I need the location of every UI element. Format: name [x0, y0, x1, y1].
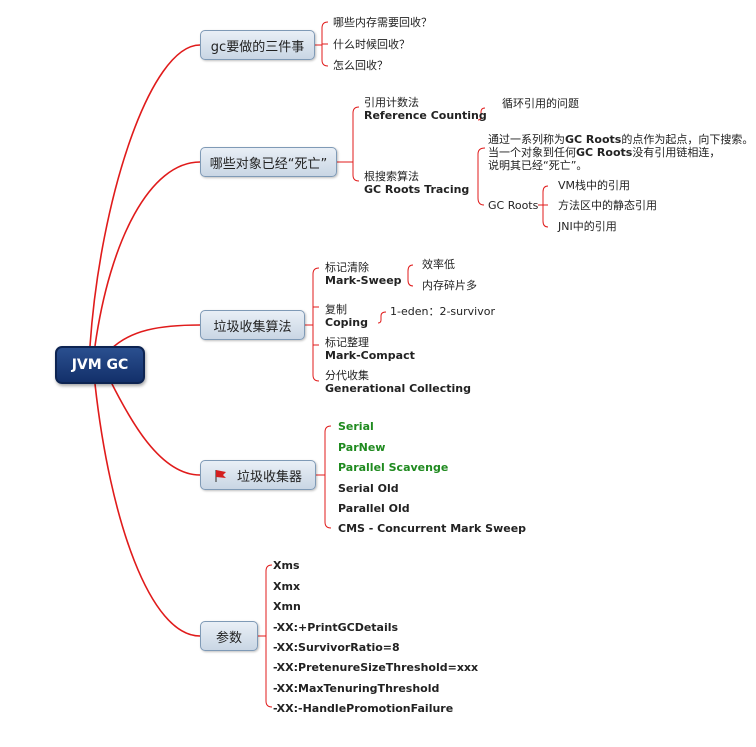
- circular-ref-note[interactable]: 循环引用的问题: [502, 97, 579, 110]
- mark-sweep-note-fragment[interactable]: 内存碎片多: [422, 279, 477, 292]
- generational-cn[interactable]: 分代收集: [325, 369, 369, 382]
- collector-serial-old[interactable]: Serial Old: [338, 482, 399, 495]
- gc-roots-tracing-en[interactable]: GC Roots Tracing: [364, 183, 470, 196]
- collector-parallel-scavenge[interactable]: Parallel Scavenge: [338, 461, 449, 474]
- collector-cms[interactable]: CMS - Concurrent Mark Sweep: [338, 522, 527, 535]
- gc-root-vm-stack[interactable]: VM栈中的引用: [558, 179, 631, 192]
- item-when[interactable]: 什么时候回收？: [333, 38, 410, 51]
- roots-desc-line1[interactable]: 通过一系列称为GC Roots的点作为起点，向下搜索。: [488, 133, 754, 146]
- mark-sweep-note-efficiency[interactable]: 效率低: [422, 258, 455, 271]
- item-which-memory[interactable]: 哪些内存需要回收？: [333, 16, 432, 29]
- collector-serial[interactable]: Serial: [338, 420, 374, 433]
- mark-sweep-en[interactable]: Mark-Sweep: [325, 274, 402, 287]
- ref-counting-en[interactable]: Reference Counting: [364, 109, 487, 122]
- node-gc-algorithms[interactable]: 垃圾收集算法: [200, 310, 305, 340]
- roots-desc-line3[interactable]: 说明其已经“死亡”。: [488, 159, 588, 172]
- param-print-gc-details[interactable]: -XX:+PrintGCDetails: [273, 621, 399, 634]
- mark-compact-cn[interactable]: 标记整理: [325, 336, 369, 349]
- coping-note[interactable]: 1-eden：2-survivor: [390, 305, 495, 318]
- node-collectors[interactable]: 垃圾收集器: [200, 460, 316, 490]
- param-handle-promotion[interactable]: -XX:-HandlePromotionFailure: [273, 702, 454, 715]
- param-xmn[interactable]: Xmn: [273, 600, 301, 613]
- node-params[interactable]: 参数: [200, 621, 258, 651]
- gc-root-jni[interactable]: JNI中的引用: [558, 220, 617, 233]
- roots-desc-line2[interactable]: 当一个对象到任何GC Roots没有引用链相连，: [488, 146, 721, 159]
- param-xmx[interactable]: Xmx: [273, 580, 301, 593]
- node-gc-three-things[interactable]: gc要做的三件事: [200, 30, 315, 60]
- coping-cn[interactable]: 复制: [325, 303, 347, 316]
- gc-roots-label[interactable]: GC Roots: [488, 199, 539, 212]
- mark-compact-en[interactable]: Mark-Compact: [325, 349, 415, 362]
- collectors-label: 垃圾收集器: [236, 469, 302, 485]
- coping-en[interactable]: Coping: [325, 316, 368, 329]
- gc-roots-tracing-cn[interactable]: 根搜索算法: [364, 170, 419, 183]
- collector-parallel-old[interactable]: Parallel Old: [338, 502, 410, 515]
- gc-root-method-area[interactable]: 方法区中的静态引用: [558, 199, 657, 212]
- ref-counting-cn[interactable]: 引用计数法: [364, 96, 419, 109]
- collector-parnew[interactable]: ParNew: [338, 441, 386, 454]
- param-survivor-ratio[interactable]: -XX:SurvivorRatio=8: [273, 641, 400, 654]
- param-max-tenuring[interactable]: -XX:MaxTenuringThreshold: [273, 682, 440, 695]
- mark-sweep-cn[interactable]: 标记清除: [325, 261, 369, 274]
- root-node[interactable]: JVM GC: [55, 346, 145, 384]
- item-how[interactable]: 怎么回收？: [333, 59, 388, 72]
- node-dead-objects[interactable]: 哪些对象已经“死亡”: [200, 147, 337, 177]
- param-pretenure-size[interactable]: -XX:PretenureSizeThreshold=xxx: [273, 661, 479, 674]
- param-xms[interactable]: Xms: [273, 559, 300, 572]
- flag-icon: [215, 469, 226, 482]
- generational-en[interactable]: Generational Collecting: [325, 382, 471, 395]
